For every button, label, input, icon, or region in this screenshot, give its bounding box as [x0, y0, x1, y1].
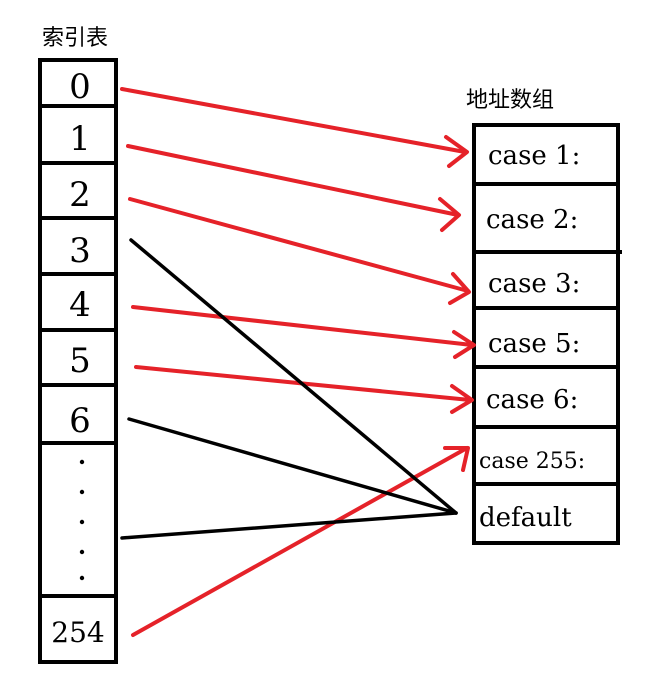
arrowhead-case5 [452, 330, 476, 359]
address-cell-case-2: case 2: [486, 205, 578, 235]
line-3-to-default [129, 238, 458, 515]
address-cell-case-6: case 6: [486, 385, 578, 415]
index-cell-2: 2 [69, 175, 91, 215]
address-array-border [472, 123, 620, 545]
address-cell-case-1: case 1: [488, 141, 580, 171]
address-array [472, 123, 622, 545]
index-cell-5: 5 [69, 341, 91, 381]
black-lines [120, 238, 458, 540]
address-array-title: 地址数组 [466, 88, 555, 113]
arrow-254-to-case255 [131, 446, 469, 637]
index-table-title: 索引表 [42, 26, 109, 51]
address-cell-case-255: case 255: [479, 449, 585, 474]
red-arrows [120, 87, 476, 637]
arrow-2-to-case3 [128, 197, 470, 293]
arrow-4-to-case5 [131, 305, 474, 347]
address-cell-default: default [479, 503, 572, 533]
index-cell-6: 6 [69, 401, 91, 441]
arrow-0-to-case1 [120, 87, 467, 154]
arrowhead-case255 [443, 446, 470, 472]
arrowhead-case3 [448, 272, 471, 305]
index-table-border [38, 58, 118, 664]
line-gap-to-default [120, 511, 458, 540]
index-table [38, 58, 118, 664]
index-cell-4: 4 [69, 285, 91, 325]
index-cell-254: 254 [51, 616, 104, 649]
arrowhead-case2 [438, 197, 461, 232]
arrow-1-to-case2 [126, 144, 460, 217]
index-cell-1: 1 [69, 119, 91, 159]
address-cell-case-3: case 3: [488, 269, 580, 299]
arrowhead-case6 [450, 384, 474, 414]
index-cell-0: 0 [69, 67, 91, 107]
address-cell-case-5: case 5: [488, 329, 580, 359]
ellipsis-dots [79, 459, 85, 581]
index-cell-3: 3 [69, 231, 91, 271]
arrowhead-case1 [444, 135, 469, 168]
line-6-to-default [127, 417, 458, 515]
